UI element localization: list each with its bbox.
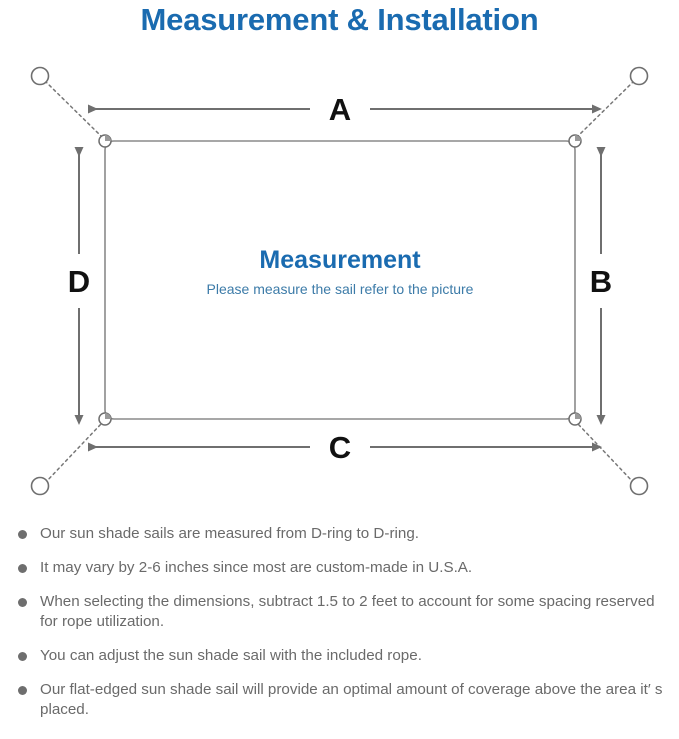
notes-list: Our sun shade sails are measured from D-…	[0, 524, 679, 739]
rope-lines	[44, 80, 635, 484]
dimension-c: C	[88, 430, 602, 465]
d-ring-tab-top-right	[575, 135, 581, 141]
dimension-a-label: A	[329, 92, 351, 127]
dimension-b: B	[590, 147, 612, 425]
list-item: You can adjust the sun shade sail with t…	[10, 646, 663, 666]
measurement-diagram: A C D B Measurement Please me	[0, 46, 679, 516]
dimension-b-label: B	[590, 264, 612, 299]
bullet-icon	[18, 564, 27, 573]
list-item-text: Our sun shade sails are measured from D-…	[40, 525, 419, 542]
d-ring-tab-bottom-left	[105, 413, 111, 419]
d-ring-tabs	[105, 135, 581, 419]
bullet-icon	[18, 598, 27, 607]
anchor-ring-top-left	[30, 66, 50, 86]
anchor-ring-top-right	[629, 66, 649, 86]
list-item-text: Our flat-edged sun shade sail will provi…	[40, 681, 663, 718]
diagram-center-subtitle: Please measure the sail refer to the pic…	[207, 281, 474, 297]
d-ring-tab-top-left	[105, 135, 111, 141]
list-item: Our flat-edged sun shade sail will provi…	[10, 680, 663, 720]
rope-bottom-right	[577, 423, 635, 484]
sail-diagram-svg: A C D B Measurement Please me	[30, 66, 649, 496]
dimension-c-label: C	[329, 430, 351, 465]
list-item-text: It may vary by 2-6 inches since most are…	[40, 559, 473, 576]
list-item-text: You can adjust the sun shade sail with t…	[40, 647, 422, 664]
list-item-text: When selecting the dimensions, subtract …	[40, 593, 655, 630]
list-item: It may vary by 2-6 inches since most are…	[10, 558, 663, 578]
anchor-ring-bottom-right	[629, 476, 649, 496]
dimension-a: A	[88, 92, 602, 127]
d-ring-tab-bottom-right	[575, 413, 581, 419]
rope-top-left	[44, 80, 102, 137]
bullet-icon	[18, 530, 27, 539]
anchor-ring-bottom-left	[30, 476, 50, 496]
dimension-d-label: D	[68, 264, 90, 299]
anchor-rings	[30, 66, 649, 496]
list-item: When selecting the dimensions, subtract …	[10, 592, 663, 632]
bullet-icon	[18, 652, 27, 661]
rope-bottom-left	[44, 423, 102, 484]
sail-body	[104, 140, 576, 420]
list-item: Our sun shade sails are measured from D-…	[10, 524, 663, 544]
rope-top-right	[577, 80, 635, 137]
dimension-d: D	[68, 147, 90, 425]
diagram-center-title: Measurement	[259, 246, 421, 274]
bullet-icon	[18, 686, 27, 695]
page-title: Measurement & Installation	[140, 2, 539, 37]
